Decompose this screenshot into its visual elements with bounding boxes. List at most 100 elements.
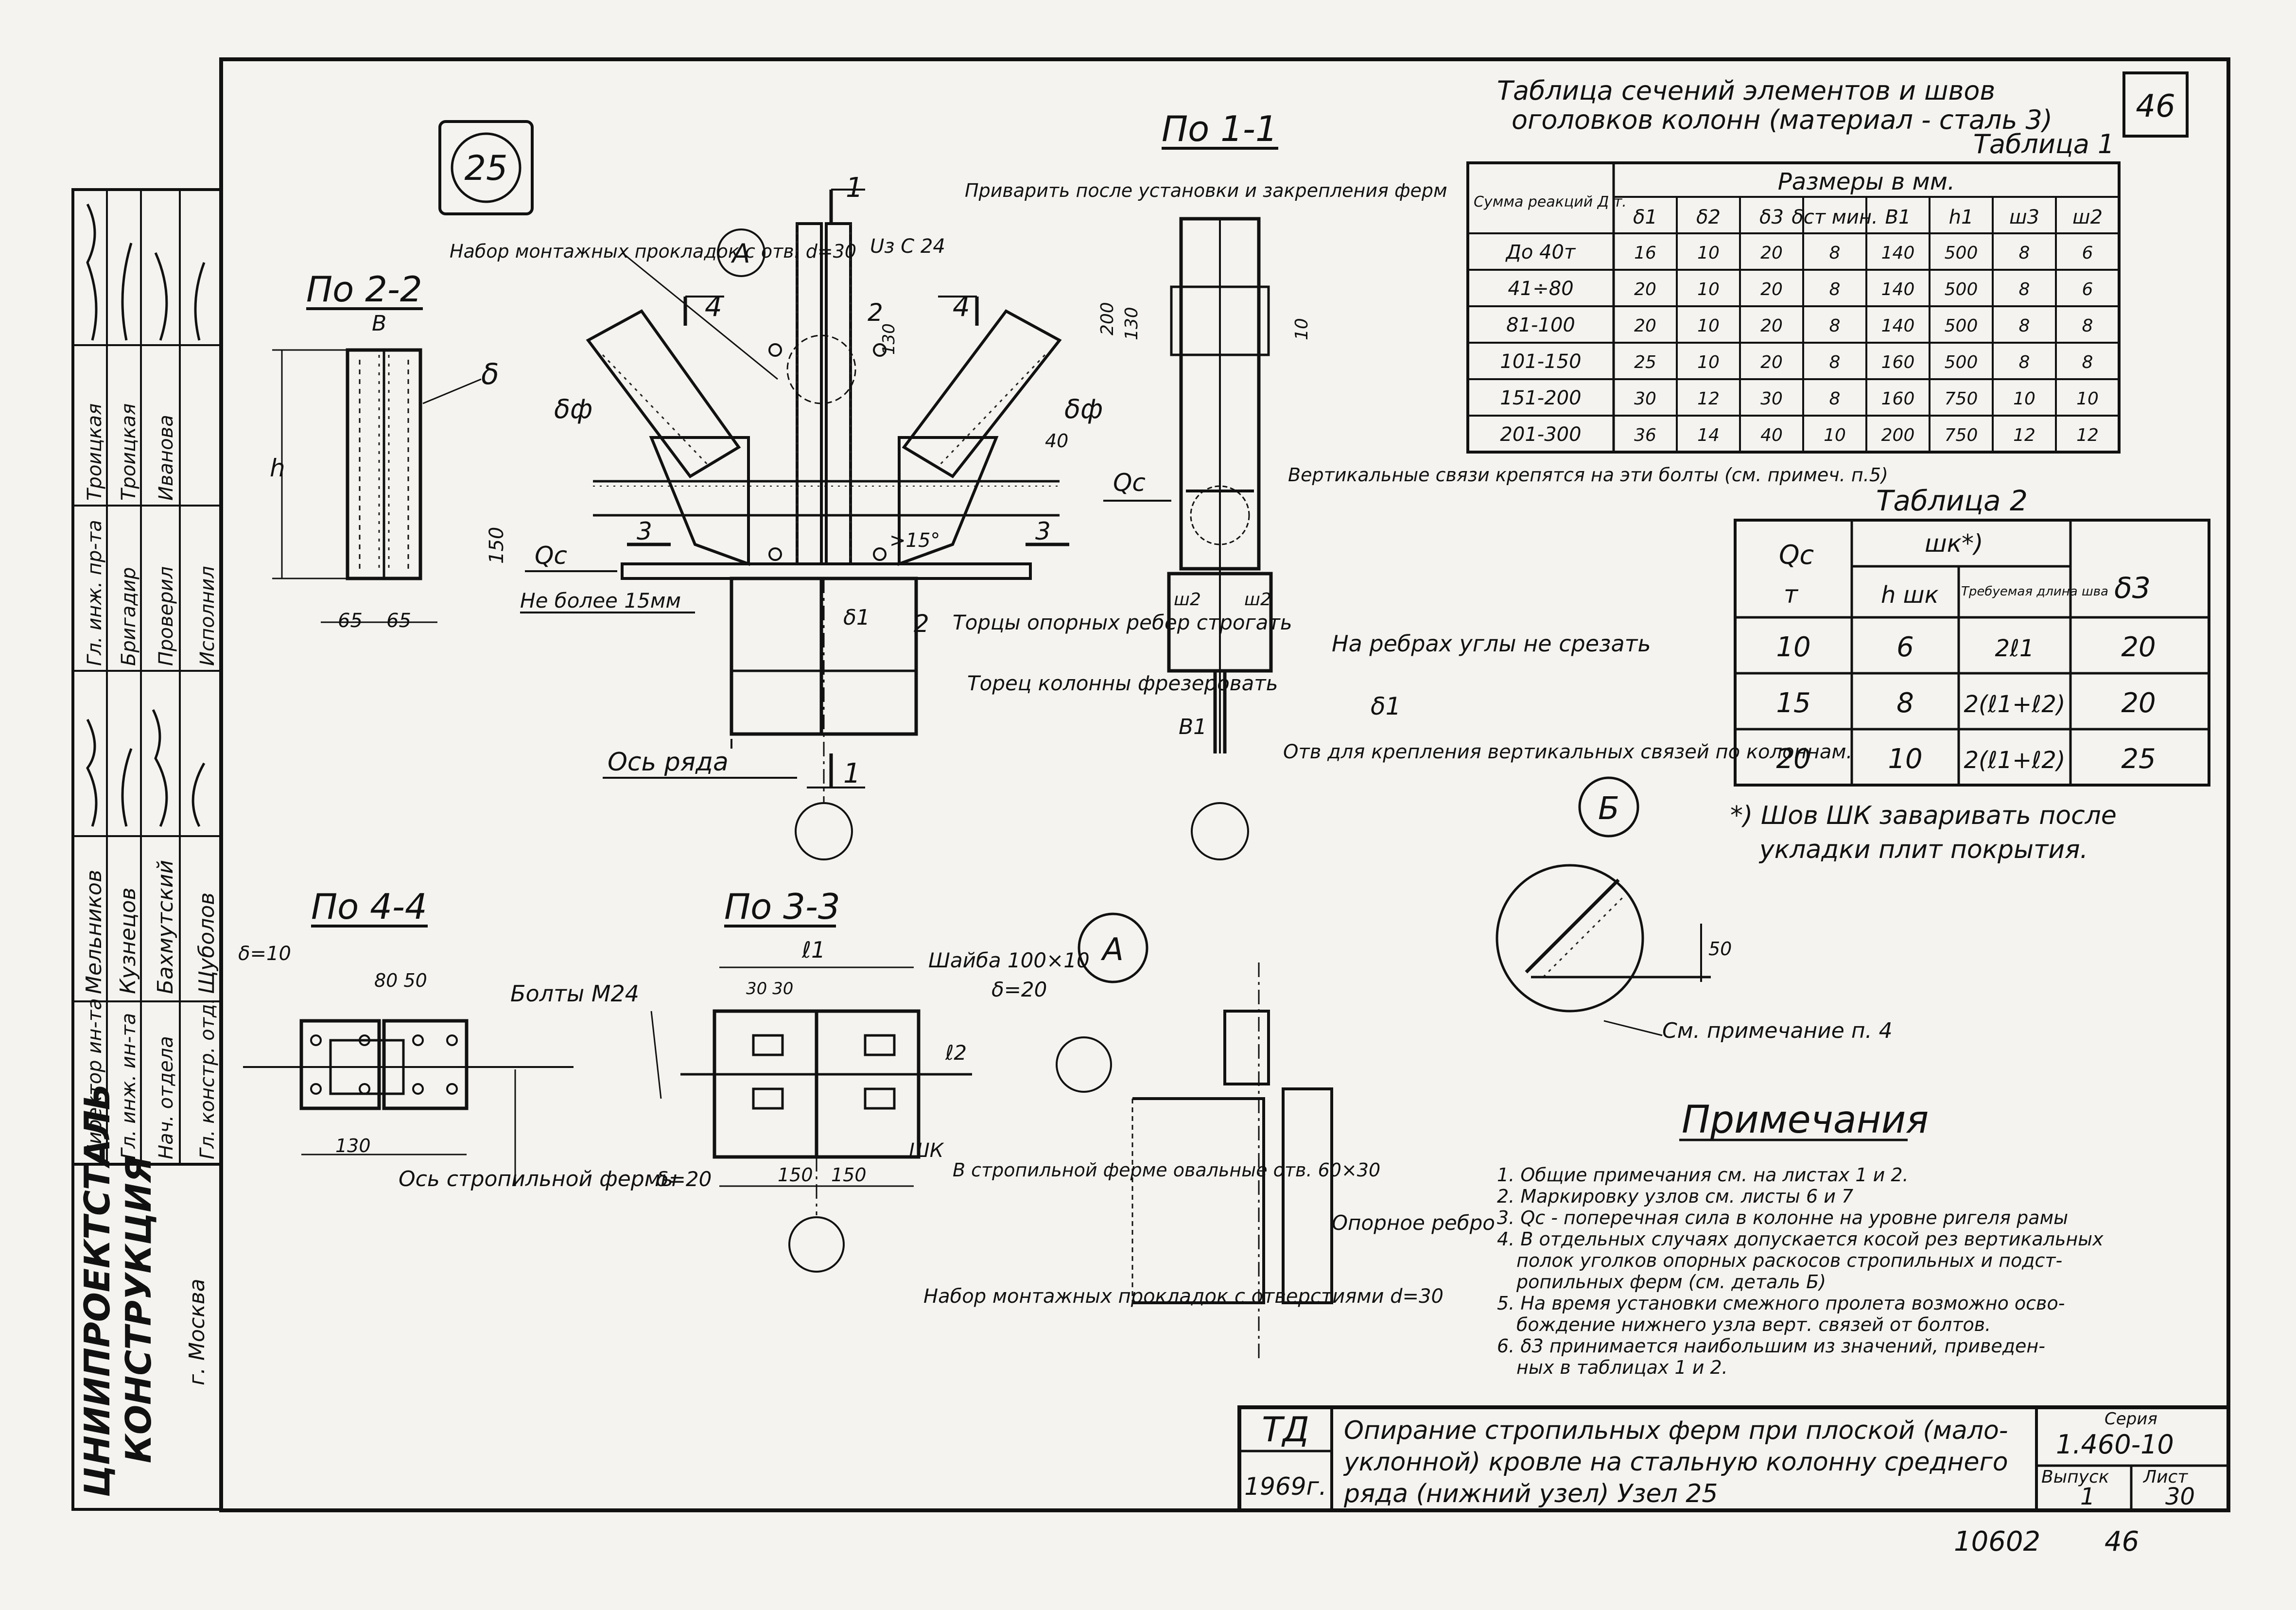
t1-cell: 8 bbox=[1829, 243, 1841, 263]
t1-cell: 6 bbox=[2082, 280, 2093, 299]
notes-title: Примечания bbox=[1682, 1098, 1929, 1142]
t1-cell: 8 bbox=[2019, 280, 2030, 299]
t1-cell: 500 bbox=[1945, 316, 1978, 336]
t1-cell: 750 bbox=[1945, 389, 1978, 409]
t1-cell: 500 bbox=[1945, 352, 1978, 372]
label-df-left: δф bbox=[554, 394, 592, 424]
t1-cell: 6 bbox=[2082, 243, 2093, 263]
note-line: 3. Qc - поперечная сила в колонне на уро… bbox=[1497, 1207, 2068, 1228]
s33-l2: ℓ2 bbox=[945, 1041, 967, 1065]
section-marker-3-left: 3 bbox=[637, 517, 652, 545]
t1-cell: 160 bbox=[1881, 389, 1915, 409]
tb-series-label: Серия bbox=[2105, 1409, 2157, 1429]
section-4-4-label: По 4-4 bbox=[311, 886, 427, 927]
signature-role-4: Гл. инж. пр-та bbox=[84, 520, 106, 666]
t1-col-group: Размеры в мм. bbox=[1778, 168, 1955, 195]
t1-cell: 12 bbox=[2076, 425, 2099, 445]
t1-cell: 20 bbox=[1760, 280, 1783, 299]
t2-h-len: Требуемая длина шва bbox=[1961, 584, 2108, 599]
signature-name-8: Иванова bbox=[155, 415, 177, 501]
tb-title-1: Опирание стропильных ферм при плоской (м… bbox=[1344, 1416, 2008, 1445]
t1-header: h1 bbox=[1949, 206, 1974, 228]
s11-d1: δ1 bbox=[1371, 692, 1401, 720]
t2-cell: 2ℓ1 bbox=[1995, 635, 2035, 662]
note-line: бождение нижнего узла верт. связей от бо… bbox=[1516, 1314, 1991, 1335]
tb-title-3: ряда (нижний узел) Узел 25 bbox=[1343, 1479, 1718, 1508]
s11-holes: Отв для крепления вертикальных связей по… bbox=[1283, 741, 1852, 763]
signature-role-3: Гл. констр. отд. bbox=[196, 998, 219, 1159]
t1-cell: 20 bbox=[1760, 316, 1783, 336]
label-ribs: Торцы опорных ребер строгать bbox=[953, 611, 1292, 634]
label-uz: Uз C 24 bbox=[870, 235, 945, 258]
delta-label: δ bbox=[481, 357, 499, 391]
section-marker-2-bot: 2 bbox=[914, 610, 929, 638]
section-1-1: По 1-1 200 130 10 B1 ш2 ш2 Вертикальные … bbox=[1097, 108, 1888, 860]
tb-issue-value: 1 bbox=[2080, 1483, 2095, 1510]
note-line: 6. δ3 принимается наибольшим из значений… bbox=[1497, 1335, 2045, 1357]
table-1: Таблица сечений элементов и швов оголовк… bbox=[1466, 71, 2189, 454]
t1-header: δст мин. bbox=[1792, 206, 1878, 228]
tb-td: ТД bbox=[1262, 1410, 1309, 1450]
detail-b: Б 50 См. примечание п. 4 bbox=[1496, 776, 1893, 1043]
label-mill: Торец колонны фрезеровать bbox=[967, 671, 1278, 695]
label-max15: Не более 15мм bbox=[520, 589, 681, 612]
t1-header: B1 bbox=[1885, 206, 1911, 228]
t1-cell: 10 bbox=[1697, 280, 1720, 299]
t1-header: ш2 bbox=[2072, 206, 2103, 228]
t2-caption: Таблица 2 bbox=[1876, 484, 2028, 517]
tb-title-2: уклонной) кровле на стальную колонну сре… bbox=[1343, 1448, 2008, 1477]
s33-shk: ШК bbox=[909, 1139, 944, 1162]
t1-cell: 20 bbox=[1634, 280, 1656, 299]
t1-cell: 160 bbox=[1881, 352, 1915, 372]
t1-cell: 8 bbox=[2082, 352, 2093, 372]
t1-cell: 20 bbox=[1760, 352, 1783, 372]
t1-cell: 12 bbox=[2013, 425, 2035, 445]
t1-cell: 30 bbox=[1760, 389, 1783, 409]
s11-w2a: ш2 bbox=[1174, 590, 1201, 610]
label-dim-130-top: 130 bbox=[879, 323, 899, 355]
s33-l1: ℓ1 bbox=[801, 937, 825, 963]
label-weld-after: Приварить после установки и закрепления … bbox=[965, 180, 1447, 201]
label-qc-right: Qc bbox=[1113, 469, 1146, 497]
s33-3030: 30 30 bbox=[746, 979, 793, 998]
t2-h-qc: Qc bbox=[1779, 540, 1814, 570]
t1-cell: 10 bbox=[1824, 425, 1846, 445]
t1-cell: 500 bbox=[1945, 280, 1978, 299]
dim-65b: 65 bbox=[386, 610, 411, 632]
note-line: ропильных ферм (см. деталь Б) bbox=[1516, 1271, 1826, 1293]
t1-cell: 10 bbox=[2013, 389, 2035, 409]
s44-8050: 80 50 bbox=[374, 970, 427, 991]
t1-cell: 10 bbox=[1697, 352, 1720, 372]
t1-cell: 8 bbox=[2019, 352, 2030, 372]
t2-cell: 10 bbox=[1776, 631, 1810, 663]
t1-cell: 40 bbox=[1760, 425, 1783, 445]
org-name-1: ЦНИИПРОЕКТСТАЛЬ bbox=[77, 1084, 118, 1497]
s11-dim-130: 130 bbox=[1122, 307, 1142, 340]
s44-truss-axis: Ось стропильной фермы bbox=[399, 1167, 678, 1191]
t1-cell: 8 bbox=[1829, 352, 1841, 372]
label-df-right: δф bbox=[1064, 394, 1103, 424]
section-marker-3-right: 3 bbox=[1035, 517, 1051, 545]
t1-header: ш3 bbox=[2009, 206, 2039, 228]
t2-cell: 8 bbox=[1896, 687, 1914, 719]
t1-cell: 20 bbox=[1760, 243, 1783, 263]
signature-name-2: Бахмутский bbox=[153, 860, 178, 994]
signature-name-1: Кузнецов bbox=[116, 888, 140, 994]
detail-a-rib: Опорное ребро bbox=[1332, 1211, 1495, 1235]
section-2-2-label: По 2-2 bbox=[306, 269, 422, 310]
label-row-axis: Ось ряда bbox=[608, 748, 729, 777]
s33-oval: В стропильной ферме овальные отв. 60×30 bbox=[953, 1159, 1380, 1181]
signature-role-0: Директор ин-та bbox=[84, 998, 106, 1160]
signature-role-1: Гл. инж. ин-та bbox=[118, 1013, 140, 1159]
s33-washer: Шайба 100×10 bbox=[928, 948, 1090, 972]
node-number: 25 bbox=[464, 148, 507, 188]
section-3-3: По 3-3 А ℓ1 30 30 Шайба 100×10 δ=20 ℓ2 Б… bbox=[510, 886, 1380, 1273]
s11-dim-10: 10 bbox=[1292, 318, 1312, 340]
s11-bracing: Вертикальные связи крепятся на эти болты… bbox=[1288, 464, 1888, 486]
t1-cell: 140 bbox=[1881, 243, 1915, 263]
t2-h-hshk: h шк bbox=[1881, 581, 1939, 609]
title-block: ТД 1969г. Опирание стропильных ферм при … bbox=[1237, 1405, 2230, 1512]
dim-b: B bbox=[372, 311, 386, 336]
t1-cell: 12 bbox=[1697, 389, 1720, 409]
